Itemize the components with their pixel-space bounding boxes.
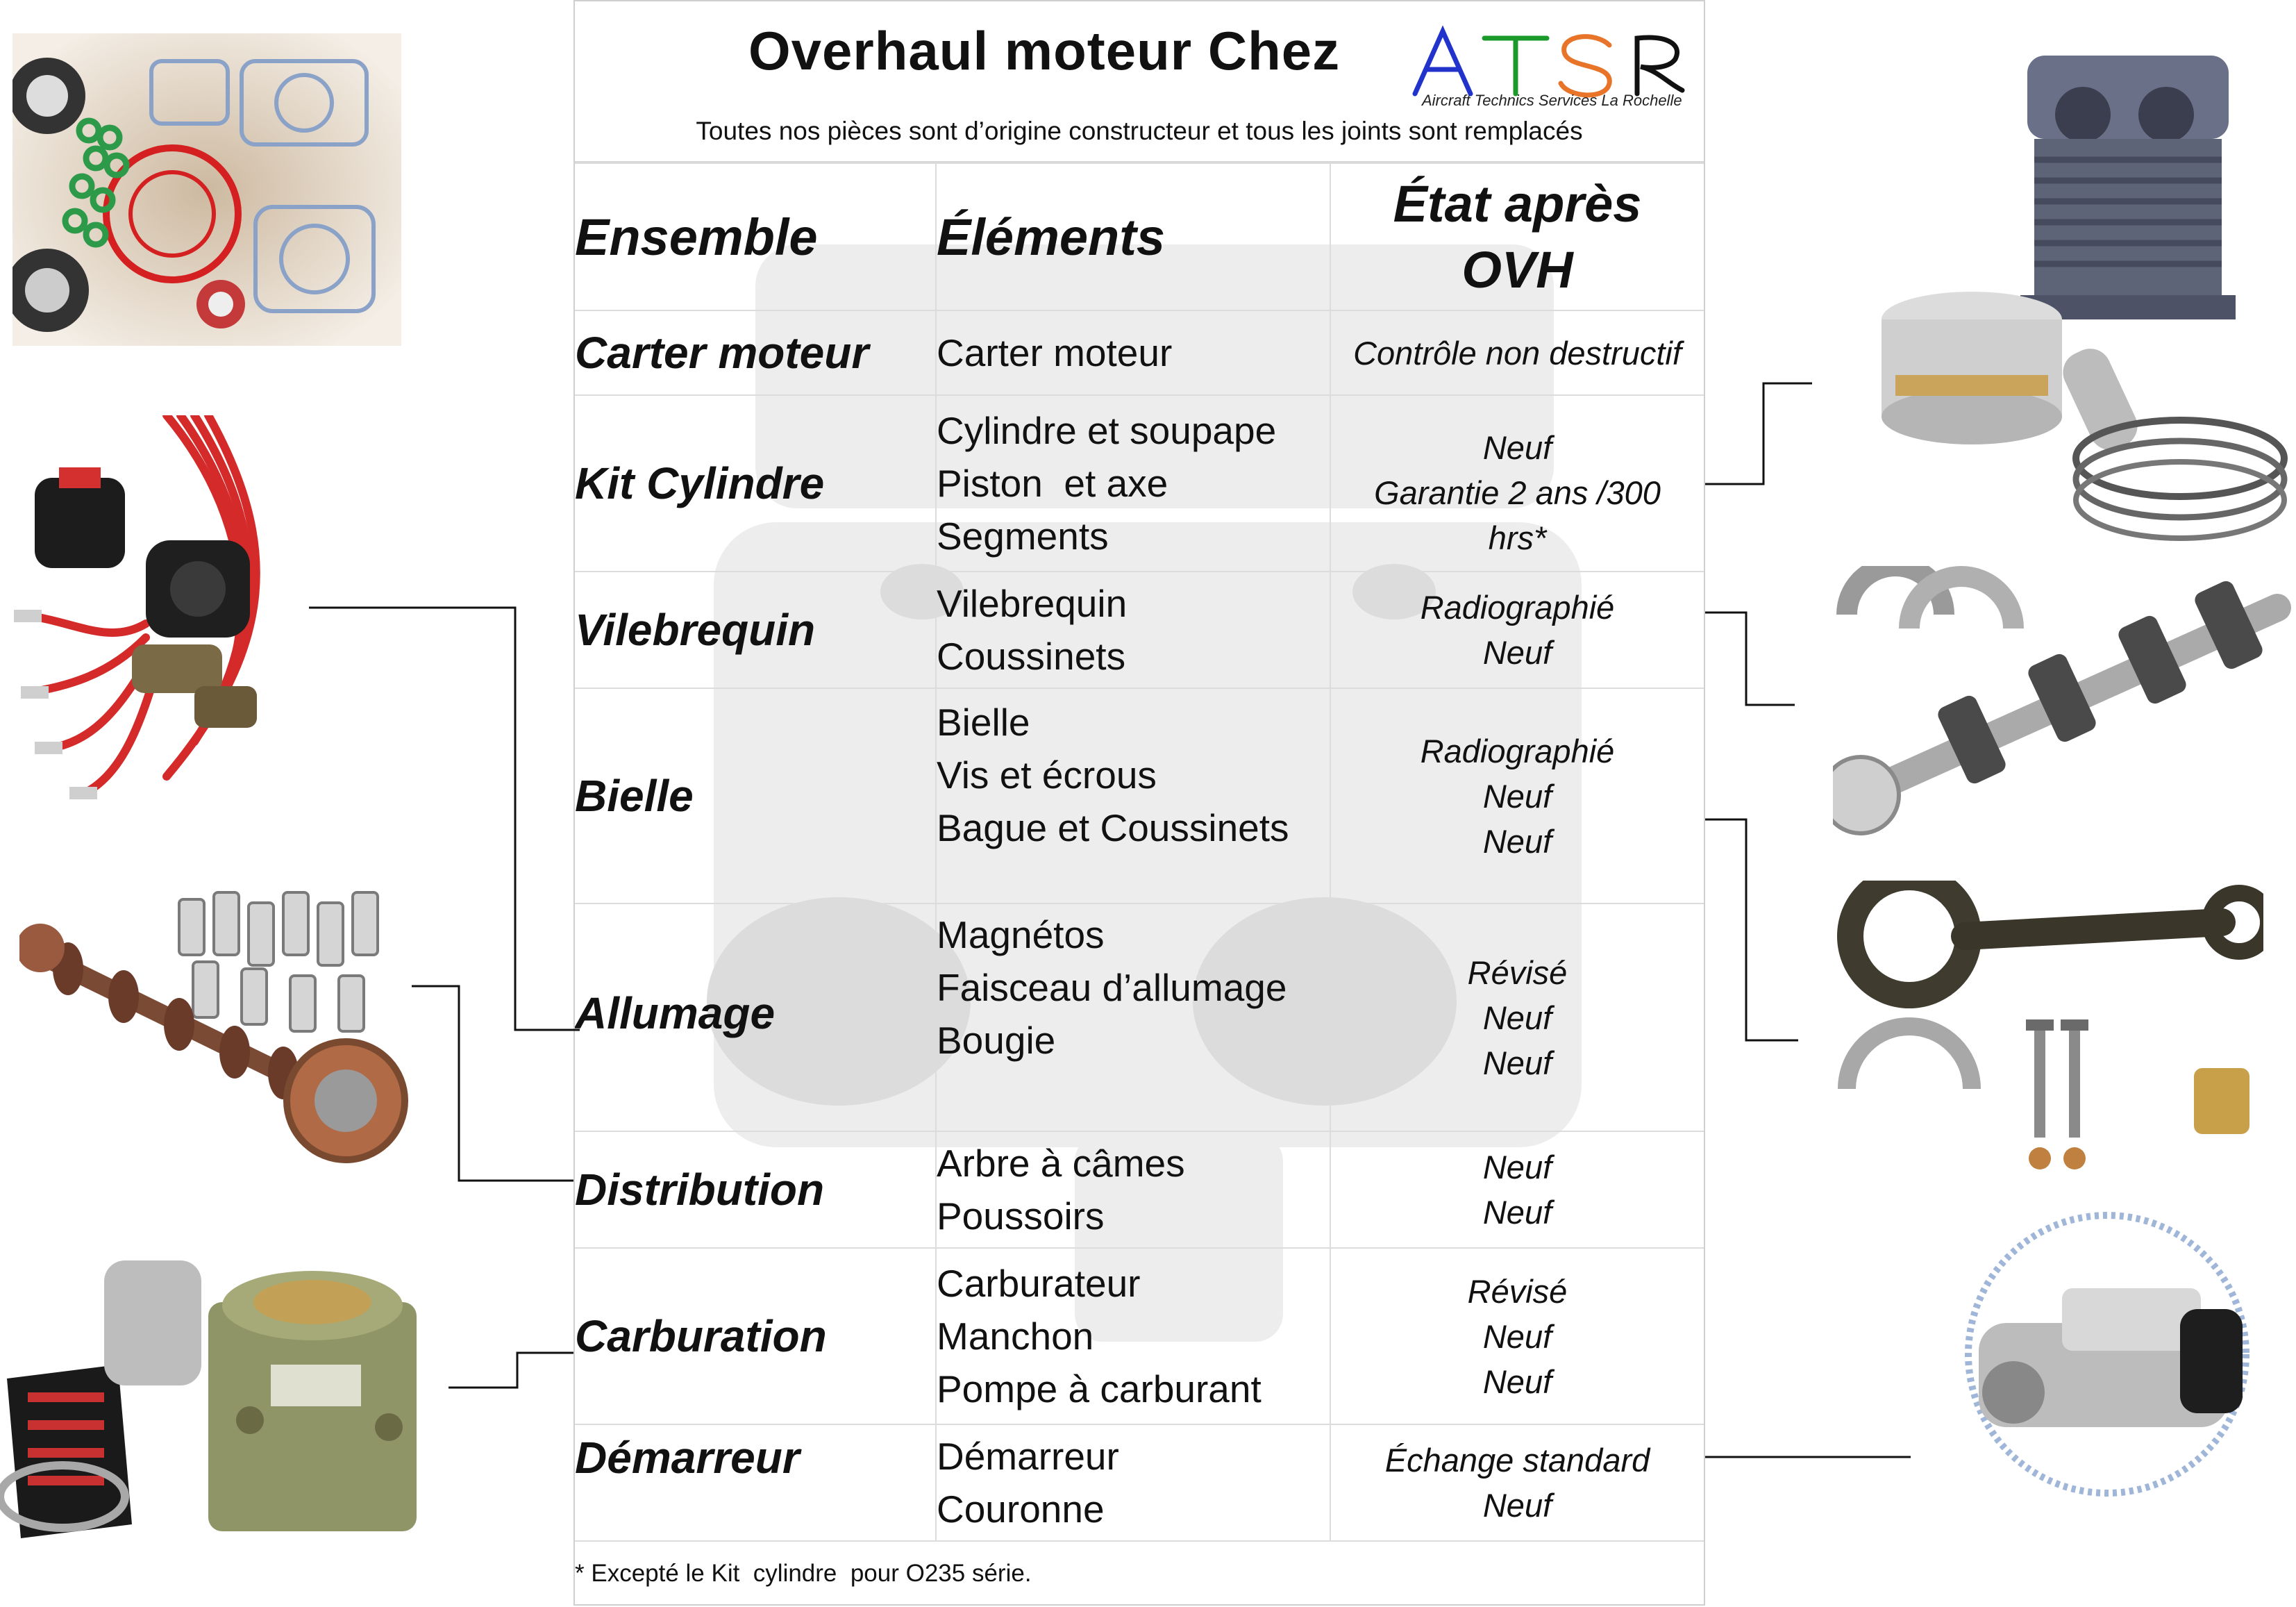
etat-item: Garantie 2 ans /300 [1374, 474, 1661, 511]
element-item: Cylindre et soupape [937, 409, 1277, 452]
elements-cell: Carter moteur [935, 310, 1331, 396]
ensemble-cell: Vilebrequin [575, 571, 937, 689]
element-item: Poussoirs [937, 1194, 1105, 1238]
elements-cell: Vilebrequin Coussinets [935, 571, 1331, 689]
ensemble-cell: Kit Cylindre [575, 394, 937, 572]
element-item: Bielle [937, 701, 1030, 744]
etat-item: Neuf [1482, 1363, 1552, 1400]
element-item: Démarreur [937, 1435, 1119, 1478]
ats-r-logo [1412, 25, 1685, 98]
etat-cell: Neuf Neuf [1330, 1131, 1704, 1249]
etat-cell: Révisé Neuf Neuf [1330, 1247, 1704, 1425]
table-row: Kit Cylindre Cylindre et soupape Piston … [575, 394, 1704, 572]
element-item: Vis et écrous [937, 753, 1157, 797]
etat-cell: Échange standard Neuf [1330, 1424, 1704, 1542]
footnote-row: * Excepté le Kit cylindre pour O235 séri… [575, 1540, 1704, 1604]
etat-item: Neuf [1482, 822, 1552, 860]
etat-cell: Radiographié Neuf Neuf [1330, 688, 1704, 904]
ensemble-cell: Carburation [575, 1247, 937, 1425]
etat-item: Neuf [1482, 777, 1552, 815]
footnote: * Excepté le Kit cylindre pour O235 séri… [575, 1540, 1704, 1604]
connector-distribution [412, 985, 573, 1182]
logo-subtitle: Aircraft Technics Services La Rochelle [1422, 92, 1682, 109]
ensemble-cell: Allumage [575, 903, 937, 1132]
etat-item: Neuf [1482, 1317, 1552, 1355]
table-row: Bielle Bielle Vis et écrous Bague et Cou… [575, 688, 1704, 904]
etat-item: Échange standard [1384, 1442, 1650, 1479]
ignition-magneto-photo [7, 411, 305, 818]
element-item: Manchon [937, 1315, 1094, 1358]
element-item: Couronne [937, 1488, 1105, 1531]
etat-item: Révisé [1467, 954, 1568, 991]
etat-item: Neuf [1482, 634, 1552, 671]
header-etat: État après OVH [1330, 163, 1704, 311]
ensemble-cell: Carter moteur [575, 310, 937, 396]
elements-cell: Carburateur Manchon Pompe à carburant [935, 1247, 1331, 1425]
header: Overhaul moteur Chez Aircraft Technics S… [575, 1, 1704, 163]
element-item: Piston et axe [937, 462, 1168, 505]
camshaft-tappets-photo [16, 885, 408, 1163]
elements-cell: Démarreur Couronne [935, 1424, 1331, 1542]
table-row: Carburation Carburateur Manchon Pompe à … [575, 1247, 1704, 1425]
etat-item: Neuf [1482, 999, 1552, 1036]
elements-cell: Arbre à câmes Poussoirs [935, 1131, 1331, 1249]
cylinder-kit-photo [1868, 49, 2296, 549]
etat-item: Neuf [1482, 1044, 1552, 1081]
connector-carburation [449, 1351, 573, 1389]
starter-ring-gear-photo [1923, 1205, 2291, 1504]
element-item: Arbre à câmes [937, 1142, 1185, 1185]
connector-bielle [1705, 818, 1798, 1042]
connector-kit-cylindre [1705, 382, 1812, 485]
element-item: Carburateur [937, 1262, 1141, 1305]
element-item: Bougie [937, 1019, 1056, 1062]
etat-item: Neuf [1482, 428, 1552, 466]
connector-vilebrequin [1705, 611, 1795, 706]
etat-item: Neuf [1482, 1194, 1552, 1231]
table-row: Vilebrequin Vilebrequin Coussinets Radio… [575, 571, 1704, 689]
overhaul-table: Ensemble Éléments État après OVH Carter … [575, 163, 1704, 1604]
ensemble-cell: Bielle [575, 688, 937, 904]
table-row: Allumage Magnétos Faisceau d’allumage Bo… [575, 903, 1704, 1132]
etat-cell: Neuf Garantie 2 ans /300 hrs* [1330, 394, 1704, 572]
etat-item: Neuf [1482, 1487, 1552, 1524]
etat-item: hrs* [1488, 519, 1547, 556]
header-etat-line1: État après [1393, 175, 1642, 233]
element-item: Coussinets [937, 635, 1126, 678]
element-item: Pompe à carburant [937, 1367, 1262, 1410]
header-etat-line2: OVH [1461, 241, 1573, 299]
ensemble-cell: Distribution [575, 1131, 937, 1249]
element-item: Segments [937, 515, 1109, 558]
table-row: Carter moteur Carter moteur Contrôle non… [575, 310, 1704, 396]
overhaul-document: Overhaul moteur Chez Aircraft Technics S… [573, 0, 1705, 1606]
elements-cell: Cylindre et soupape Piston et axe Segmen… [935, 394, 1331, 572]
elements-cell: Magnétos Faisceau d’allumage Bougie [935, 903, 1331, 1132]
element-item: Vilebrequin [937, 582, 1128, 625]
etat-cell: Révisé Neuf Neuf [1330, 903, 1704, 1132]
crankshaft-bearings-photo [1820, 556, 2296, 858]
elements-cell: Bielle Vis et écrous Bague et Coussinets [935, 688, 1331, 904]
page-subtitle: Toutes nos pièces sont d’origine constru… [696, 117, 1583, 145]
etat-item: Neuf [1482, 1149, 1552, 1185]
ensemble-cell: Démarreur [575, 1424, 937, 1542]
etat-item: Révisé [1467, 1272, 1568, 1310]
element-item: Carter moteur [937, 331, 1173, 374]
etat-item: Contrôle non destructif [1353, 334, 1682, 372]
element-item: Faisceau d’allumage [937, 966, 1287, 1009]
etat-cell: Contrôle non destructif [1330, 310, 1704, 396]
table-row: Distribution Arbre à câmes Poussoirs Neu… [575, 1131, 1704, 1249]
etat-cell: Radiographié Neuf [1330, 571, 1704, 689]
header-elements: Éléments [935, 163, 1331, 311]
table-header-row: Ensemble Éléments État après OVH [575, 163, 1704, 311]
header-ensemble: Ensemble [575, 163, 937, 311]
carburetor-fuel-pump-photo [0, 1247, 444, 1552]
etat-item: Radiographié [1420, 732, 1615, 769]
etat-item: Radiographié [1420, 589, 1615, 626]
table-row: Démarreur Démarreur Couronne Échange sta… [575, 1424, 1704, 1542]
element-item: Bague et Coussinets [937, 806, 1289, 849]
connecting-rod-photo [1833, 864, 2277, 1200]
page-title: Overhaul moteur Chez [748, 20, 1341, 81]
element-item: Magnétos [937, 913, 1105, 956]
gasket-kit-photo [6, 33, 401, 346]
